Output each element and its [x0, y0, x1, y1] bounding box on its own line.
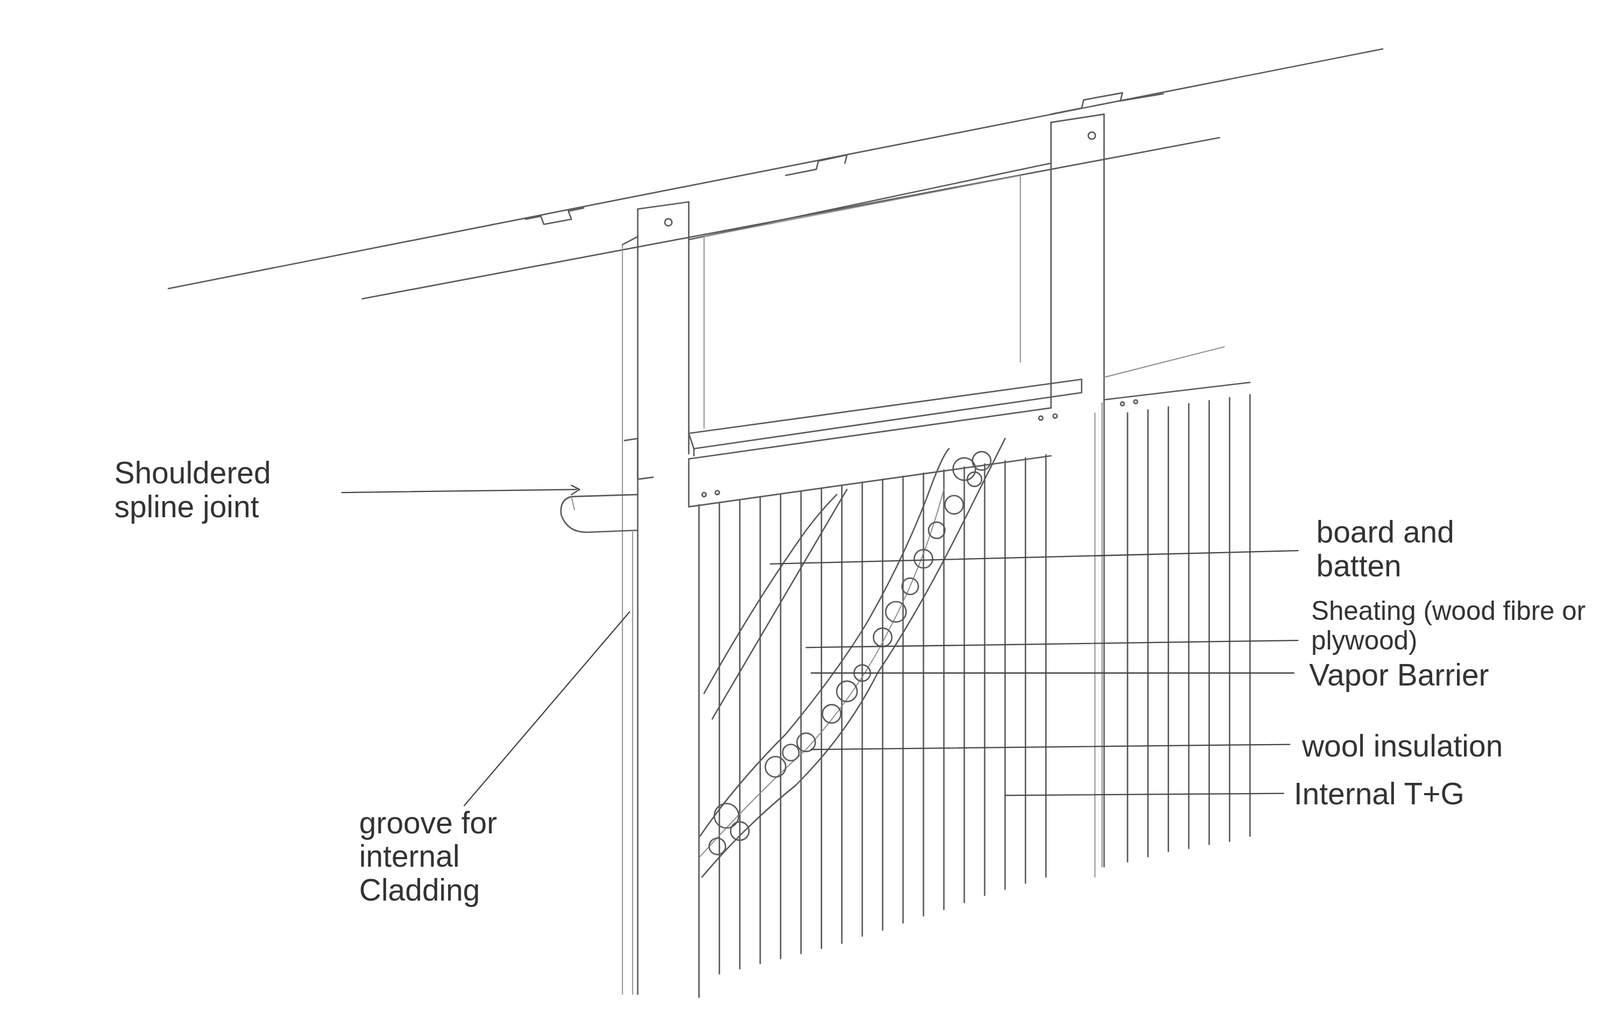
- part-label: Vapor Barrier: [1309, 657, 1585, 692]
- part-label: Internal T+G: [1293, 777, 1585, 812]
- part-label: groove for internal Cladding: [359, 805, 553, 907]
- part-label: Shouldered spline joint: [114, 456, 303, 524]
- part-label: wool insulation: [1302, 729, 1594, 764]
- part-label: board and batten: [1316, 515, 1491, 583]
- part-label: Sheating (wood fibre or plywood): [1311, 596, 1592, 656]
